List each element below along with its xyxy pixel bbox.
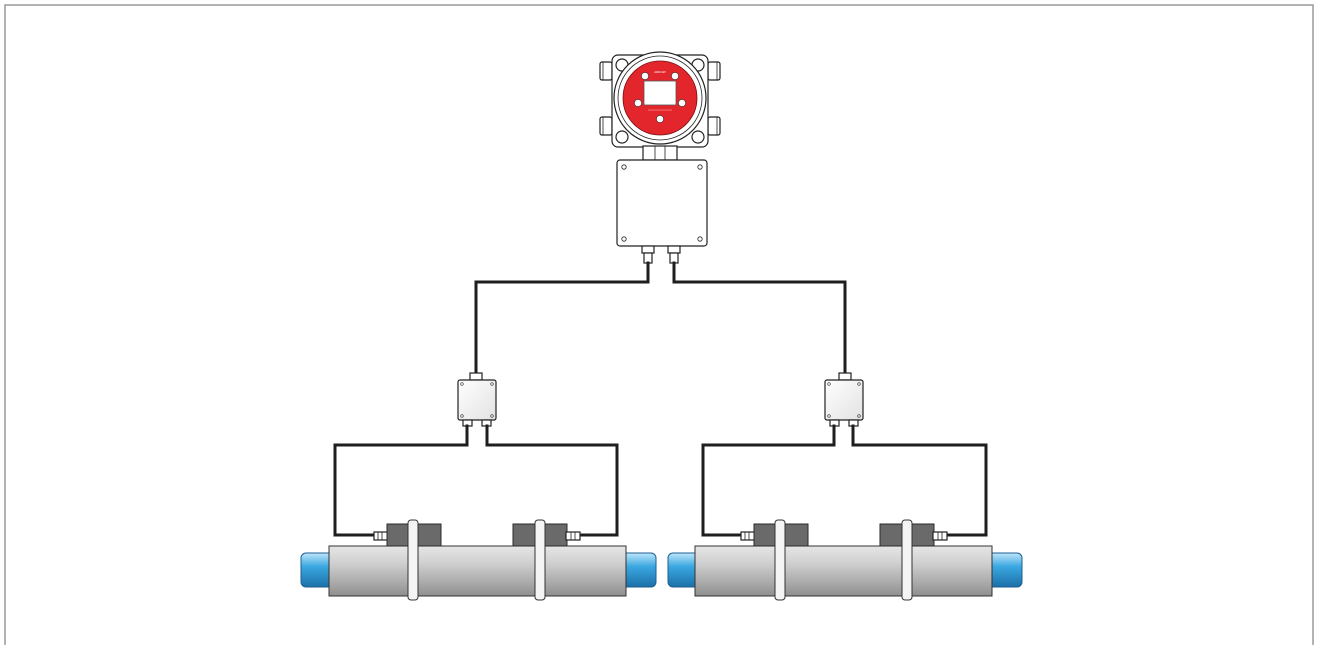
- transmitter: ARROW: [599, 51, 721, 264]
- transmitter-gland-right-bottom: [707, 116, 721, 136]
- transmitter-terminal-box: [616, 159, 708, 247]
- frame-border: [4, 4, 1314, 645]
- sensor-right-downstream: [879, 523, 948, 547]
- transmitter-cable-gland-left: [641, 245, 655, 264]
- transmitter-lcd-display: [643, 80, 677, 106]
- transmitter-button-bottom: [656, 115, 664, 123]
- transmitter-button-right: [678, 99, 686, 107]
- pipe-section-right: [667, 519, 1023, 601]
- pipe-body-right: [694, 545, 993, 597]
- junction-box-left: [457, 372, 497, 427]
- cable-transmitter-to-left-junction: [474, 261, 650, 376]
- cable-right-junction-to-upstream-sensor: [701, 424, 836, 537]
- transmitter-button-top-right: [671, 72, 679, 80]
- cable-left-junction-to-upstream-sensor: [333, 424, 469, 537]
- pipe-body-left: [328, 545, 627, 597]
- clamp-band-right-1: [774, 519, 786, 601]
- transmitter-cable-gland-right: [667, 245, 681, 264]
- transmitter-gland-right-top: [707, 61, 721, 81]
- junction-box-right: [824, 372, 864, 427]
- sensor-left-downstream: [512, 523, 581, 547]
- transmitter-neck: [642, 145, 678, 161]
- pipe-end-left-outlet: [621, 552, 657, 588]
- transmitter-gland-left-top: [599, 61, 613, 81]
- cable-transmitter-to-right-junction: [672, 261, 847, 376]
- clamp-band-left-1: [407, 519, 419, 601]
- transmitter-button-top-left: [641, 72, 649, 80]
- transmitter-brand-text: ARROW: [654, 70, 666, 74]
- transmitter-gland-left-bottom: [599, 116, 613, 136]
- pipe-end-right-outlet: [987, 552, 1023, 588]
- clamp-band-left-2: [534, 519, 546, 601]
- cable-right-junction-to-downstream-sensor: [851, 424, 988, 537]
- cable-left-junction-to-downstream-sensor: [485, 424, 619, 537]
- clamp-band-right-2: [901, 519, 913, 601]
- pipe-section-left: [300, 519, 657, 601]
- transmitter-button-left: [634, 99, 642, 107]
